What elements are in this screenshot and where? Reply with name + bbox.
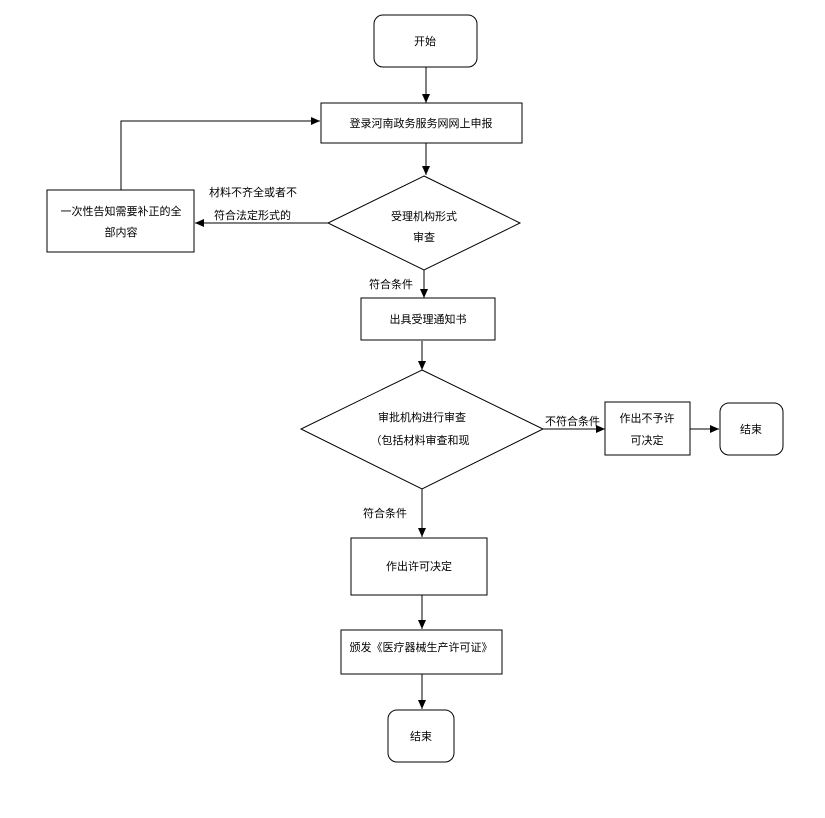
deny-label-2: 可决定 — [631, 433, 664, 447]
qualified-label-2: 符合条件 — [363, 506, 407, 520]
login-node — [320, 102, 523, 144]
deny-node — [604, 401, 691, 456]
notice-label: 出具受理通知书 — [390, 312, 467, 326]
edges — [120, 67, 719, 709]
start-node — [373, 14, 478, 68]
approval-review-decision — [299, 369, 545, 490]
edge-supplement-login — [120, 117, 320, 190]
end-right-label: 结束 — [740, 423, 762, 436]
login-label: 登录河南政务服务网网上申报 — [350, 116, 493, 130]
edge-labels: 材料不齐全或者不 符合法定形式的 符合条件 不符合条件 符合条件 — [209, 185, 600, 520]
supplement-label-1: 一次性告知需要补正的全 — [61, 204, 182, 218]
end-right-node — [719, 402, 784, 456]
license-node — [340, 629, 503, 675]
incomplete-label-1: 材料不齐全或者不 — [209, 185, 297, 199]
incomplete-label-2: 符合法定形式的 — [214, 208, 291, 222]
supplement-node — [46, 189, 195, 253]
approval-review-label-1: 审批机构进行审查 — [378, 410, 466, 424]
approval-review-label-2: （包括材料审查和现 — [371, 433, 470, 447]
not-qualified-label: 不符合条件 — [545, 414, 600, 428]
start-label: 开始 — [414, 34, 436, 48]
deny-label-1: 作出不予许 — [620, 411, 675, 425]
form-review-label-1: 受理机构形式 — [391, 209, 457, 223]
form-review-decision — [326, 175, 522, 271]
license-label: 颁发《医疗器械生产许可证》 — [350, 640, 493, 654]
end-bottom-label: 结束 — [410, 730, 432, 743]
grant-node — [350, 537, 488, 596]
qualified-label-1: 符合条件 — [369, 277, 413, 291]
form-review-label-2: 审查 — [413, 230, 435, 244]
supplement-label-2: 部内容 — [105, 225, 138, 239]
nodes — [46, 14, 784, 763]
grant-label: 作出许可决定 — [386, 559, 452, 573]
end-bottom-node — [387, 709, 455, 763]
node-labels: 开始 登录河南政务服务网网上申报 受理机构形式 审查 一次性告知需要补正的全 部… — [61, 34, 763, 743]
notice-node — [360, 297, 496, 341]
